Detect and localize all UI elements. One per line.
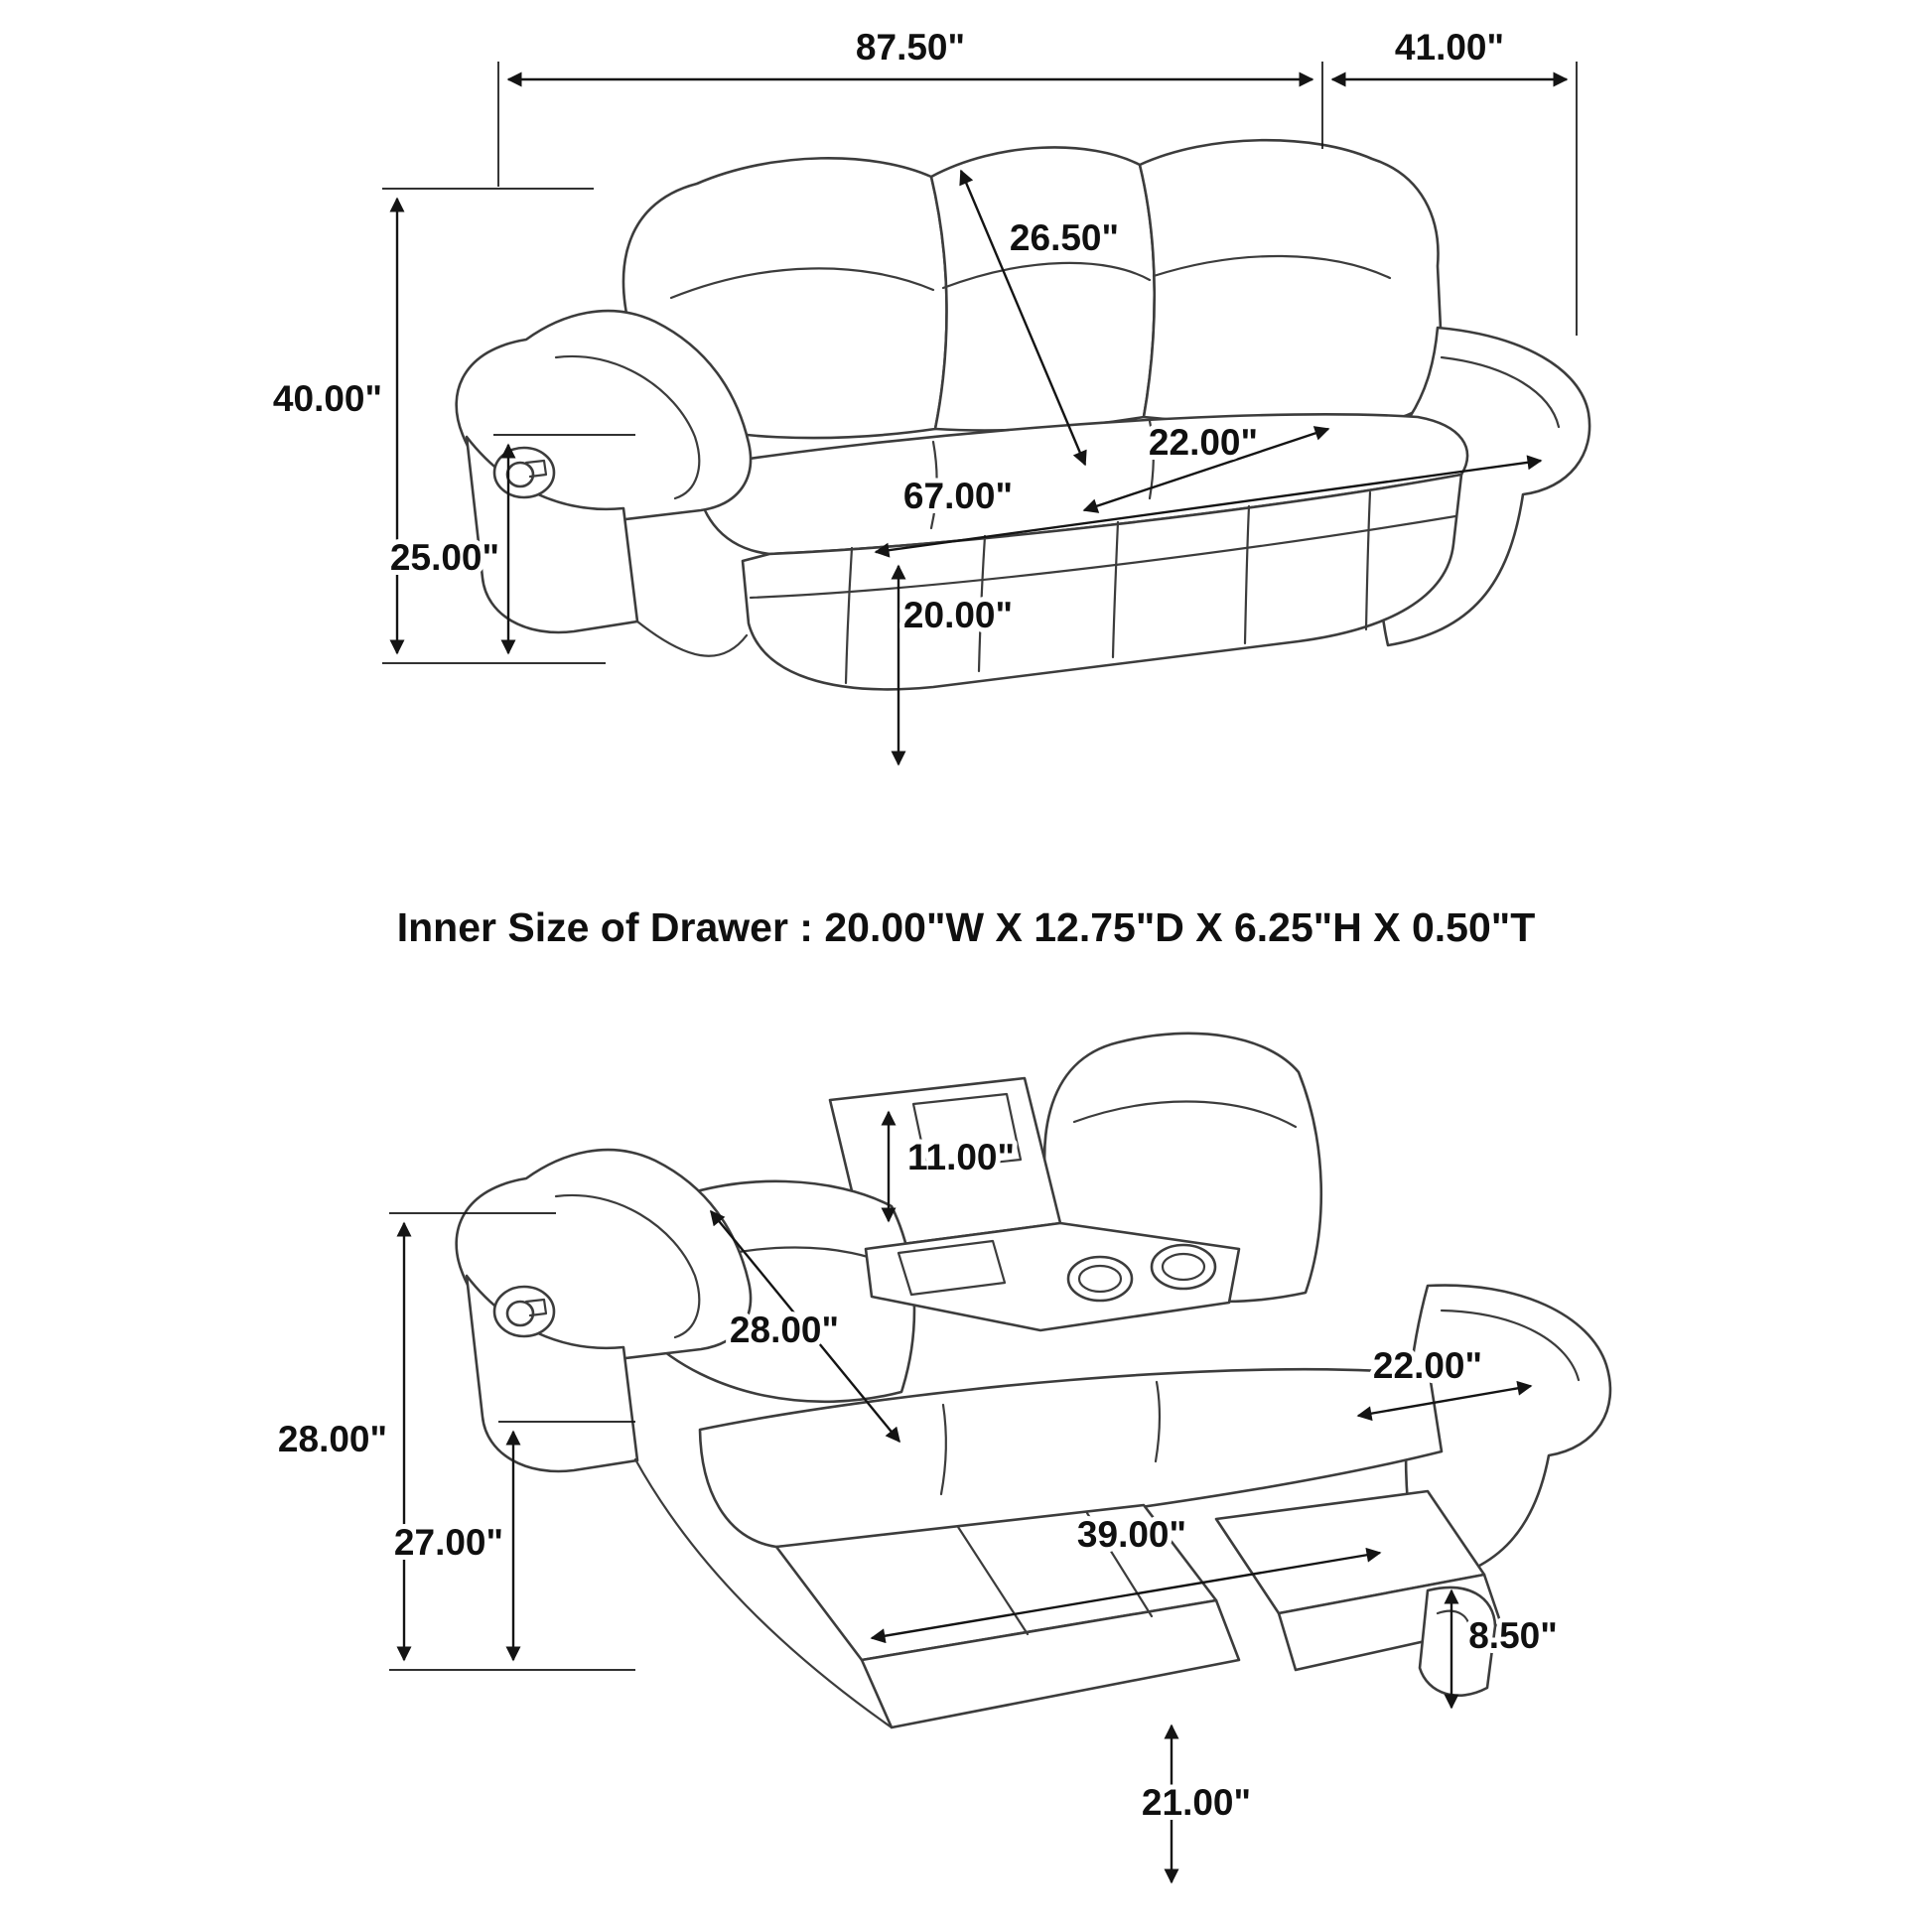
dim-arrow-seat-width bbox=[874, 455, 1543, 558]
cupholder-inner-ring bbox=[1161, 1252, 1206, 1282]
recliner-handle-latch bbox=[524, 459, 548, 479]
reclined-right-armrest bbox=[1404, 1284, 1612, 1586]
seat-division-line bbox=[939, 1403, 947, 1496]
dim-label-recline-length: 39.00" bbox=[1077, 1514, 1186, 1555]
upright-dimensions: 87.50" 41.00" 40.00" 25.00" 26.50" 22.00… bbox=[268, 22, 1578, 766]
dim-label-overall-height: 40.00" bbox=[273, 378, 382, 419]
back-cushion-right bbox=[1138, 138, 1444, 426]
dim-label-reclined-seat-width: 22.00" bbox=[1373, 1345, 1482, 1386]
cupholder-inner-ring bbox=[1077, 1264, 1123, 1294]
dim-label-back-diagonal: 26.50" bbox=[1010, 217, 1119, 258]
left-arm-seam-line bbox=[554, 354, 701, 500]
dim-label-footrest-floor-height: 21.00" bbox=[1142, 1782, 1251, 1823]
recliner-handle-ring bbox=[505, 461, 535, 488]
left-base-connector-line bbox=[635, 620, 749, 657]
base-tuft-line bbox=[844, 546, 854, 685]
left-arm-seam-line bbox=[554, 1193, 701, 1339]
dim-label-seat-width: 67.00" bbox=[903, 476, 1013, 516]
drawer-inner-size-note: Inner Size of Drawer : 20.00"W X 12.75"D… bbox=[397, 904, 1536, 950]
dim-arrow-reclined-seat-width bbox=[1356, 1380, 1533, 1422]
console-storage-recess bbox=[897, 1239, 1007, 1297]
back-cushion-middle bbox=[929, 146, 1157, 432]
dim-label-console-height: 11.00" bbox=[907, 1137, 1015, 1177]
cushion-seam-line bbox=[1152, 254, 1392, 280]
reclined-sofa-view: 11.00" 28.00" 28.00" 27.00" 22.00" 39.00… bbox=[273, 1032, 1612, 1884]
seat-division-line bbox=[1154, 1380, 1162, 1463]
cushion-seam-line bbox=[1072, 1100, 1298, 1129]
dim-label-footrest-thickness: 8.50" bbox=[1468, 1615, 1558, 1656]
upright-sofa-view: 87.50" 41.00" 40.00" 25.00" 26.50" 22.00… bbox=[268, 22, 1591, 766]
cupholder-icon bbox=[1150, 1243, 1217, 1291]
console-phone-slot bbox=[911, 1092, 1023, 1172]
cushion-seam-line bbox=[669, 267, 935, 300]
base-silhouette-line bbox=[633, 1457, 894, 1729]
recliner-handle-ring bbox=[505, 1300, 535, 1327]
recliner-handle-latch bbox=[524, 1298, 548, 1317]
dim-arrow-back-diagonal bbox=[959, 169, 1087, 467]
dim-label-reclined-arm-height: 27.00" bbox=[394, 1522, 503, 1563]
dim-label-overall-depth: 41.00" bbox=[1395, 27, 1504, 68]
dim-label-arm-height: 25.00" bbox=[390, 537, 499, 578]
dim-arrow-backrest-diagonal bbox=[710, 1209, 900, 1444]
dim-arrow-recline-length bbox=[870, 1547, 1382, 1644]
bracket-hook-line bbox=[1436, 1609, 1471, 1635]
reclined-dimensions: 11.00" 28.00" 28.00" 27.00" 22.00" 39.00… bbox=[273, 1110, 1563, 1884]
right-arm-seam-line bbox=[1440, 1309, 1581, 1382]
dim-label-seat-height: 20.00" bbox=[903, 595, 1013, 635]
dim-label-reclined-height: 28.00" bbox=[278, 1419, 387, 1459]
dim-label-overall-width: 87.50" bbox=[856, 27, 965, 68]
dim-label-backrest-diagonal: 28.00" bbox=[730, 1310, 839, 1350]
cupholder-icon bbox=[1066, 1255, 1134, 1303]
right-arm-seam-line bbox=[1440, 355, 1561, 429]
dim-label-seat-depth: 22.00" bbox=[1149, 422, 1258, 463]
